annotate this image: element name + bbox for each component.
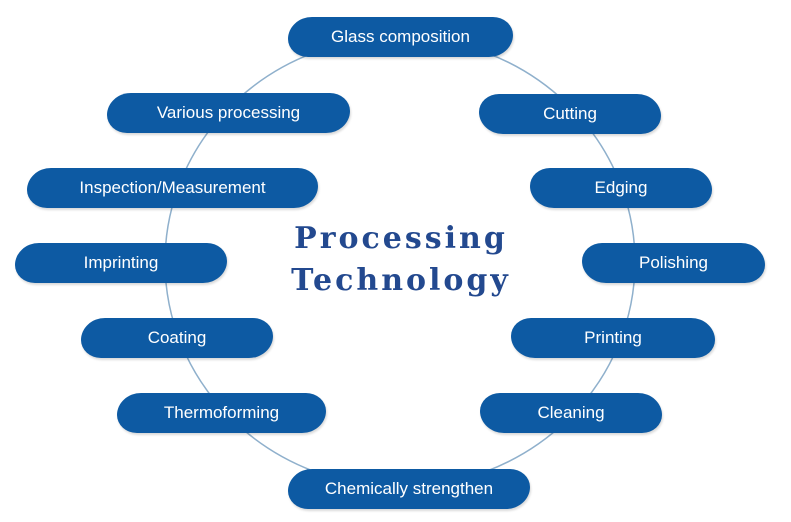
node-coating: Coating [81,318,273,358]
title-line-1: Processing [294,221,508,256]
node-cutting: Cutting [479,94,661,134]
title-line-2: Technology [291,263,511,298]
node-various-processing: Various processing [107,93,350,133]
node-chemically-strengthen: Chemically strengthen [288,469,530,509]
node-polishing: Polishing [582,243,765,283]
node-imprinting: Imprinting [15,243,227,283]
node-inspection-measurement: Inspection/Measurement [27,168,318,208]
node-thermoforming: Thermoforming [117,393,326,433]
node-glass-composition: Glass composition [288,17,513,57]
node-cleaning: Cleaning [480,393,662,433]
diagram-title: Processing Technology [262,218,540,302]
node-printing: Printing [511,318,715,358]
node-edging: Edging [530,168,712,208]
